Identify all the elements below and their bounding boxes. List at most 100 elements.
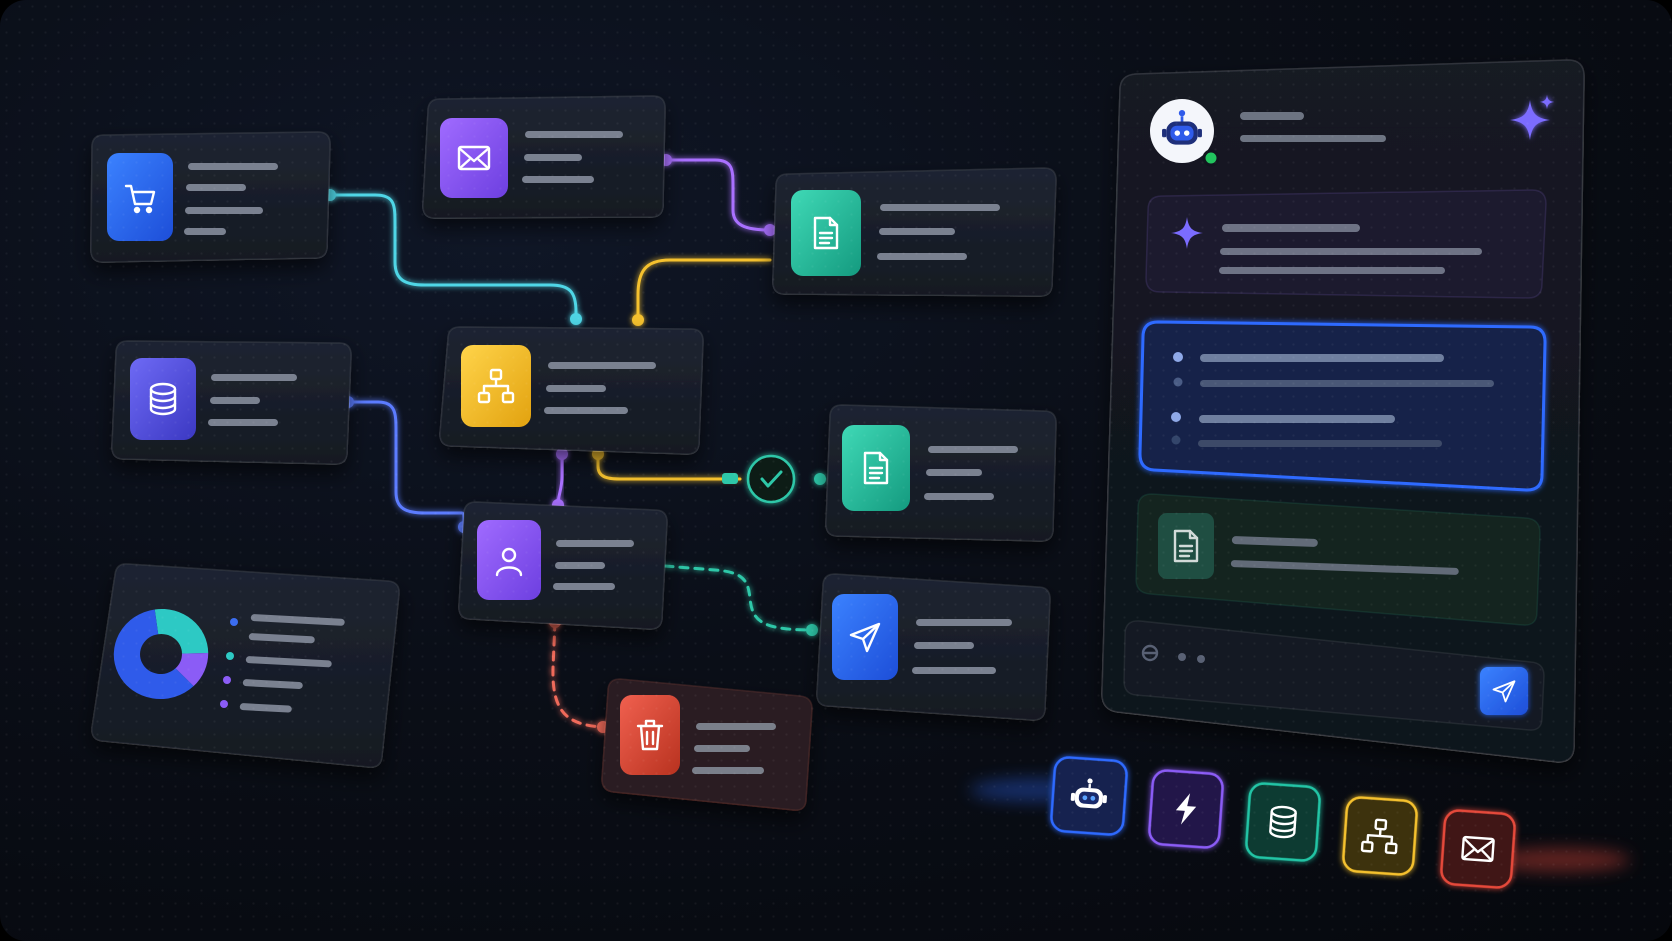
- port-hub-in-yellow[interactable]: [632, 314, 644, 326]
- node-database-line-1: [211, 374, 297, 381]
- composer-typing-dot-1: [1178, 653, 1186, 661]
- node-shop-icon-tile: [107, 153, 173, 241]
- connection-hub-to-user: [556, 452, 564, 507]
- selected-line-3: [1199, 415, 1395, 423]
- node-database-icon-tile: [130, 358, 196, 440]
- assistant-composer[interactable]: [1123, 620, 1545, 731]
- donut-chart-icon: [113, 608, 209, 699]
- selected-line-2: [1200, 380, 1494, 387]
- dock-item-hierarchy[interactable]: [1342, 796, 1418, 876]
- node-hub-line-2: [546, 385, 606, 392]
- node-email-icon-tile: [440, 118, 508, 198]
- node-hub-line-3: [544, 407, 628, 414]
- node-hub-text: [544, 362, 656, 414]
- bullet-2: [1173, 377, 1183, 387]
- composer-typing-dot-2: [1197, 655, 1205, 663]
- dock-item-lightning[interactable]: [1148, 769, 1224, 849]
- node-document-check-line-1: [928, 446, 1018, 453]
- node-document-top-line-1: [880, 204, 1000, 211]
- connection-user-to-send: [663, 564, 814, 632]
- node-database-line-3: [208, 419, 278, 426]
- check-status-ring: [746, 454, 796, 504]
- node-delete-line-2: [694, 745, 750, 752]
- node-delete-text: [692, 723, 776, 774]
- bullet-4: [1171, 435, 1181, 445]
- legend-dot-2: [226, 652, 234, 660]
- selected-list-lines: [1198, 354, 1494, 447]
- dock-glow-right: [1490, 848, 1630, 872]
- node-send-line-3: [912, 667, 996, 674]
- bullet-3: [1171, 412, 1181, 422]
- assistant-document-card-bg[interactable]: [1135, 493, 1541, 626]
- robot-icon: [1162, 110, 1202, 145]
- node-document-check-line-2: [926, 469, 982, 476]
- selected-line-1: [1200, 354, 1444, 362]
- port-send-in[interactable]: [806, 624, 818, 636]
- node-document-top-line-2: [879, 228, 955, 235]
- connection-email-to-document-top: [664, 158, 772, 232]
- node-email-line-2: [524, 154, 582, 161]
- node-shop-line-3: [185, 207, 263, 214]
- node-user-line-2: [555, 562, 605, 569]
- suggestion-line-2: [1220, 248, 1482, 255]
- node-send-text: [912, 619, 1012, 674]
- port-yellow-terminal[interactable]: [722, 473, 738, 484]
- port-document-top-in[interactable]: [764, 224, 776, 236]
- connection-document-top-to-hub: [636, 258, 772, 322]
- suggestion-line-1: [1222, 224, 1360, 232]
- node-user-line-1: [556, 540, 634, 547]
- donut-segment-1: [154, 608, 209, 654]
- assistant-selected-card-bg[interactable]: [1138, 320, 1547, 492]
- node-user-line-3: [553, 583, 615, 590]
- legend-line-4: [242, 679, 303, 689]
- node-shop-line-2: [186, 184, 246, 191]
- online-status-dot: [1202, 149, 1220, 167]
- node-email-text: [522, 131, 623, 183]
- assistant-document-card[interactable]: [1135, 493, 1541, 626]
- assistant-avatar[interactable]: [1150, 99, 1220, 167]
- node-email-line-1: [525, 131, 623, 138]
- port-hub-in-cyan[interactable]: [570, 313, 582, 325]
- assistant-composer-bg[interactable]: [1123, 620, 1545, 731]
- connection-shop-to-hub: [328, 193, 578, 322]
- suggestion-line-3: [1219, 267, 1445, 274]
- dock-item-envelope[interactable]: [1440, 809, 1516, 889]
- connection-user-to-delete: [551, 620, 605, 729]
- bullet-1: [1173, 352, 1183, 362]
- node-database-line-2: [210, 397, 260, 404]
- dock-item-database[interactable]: [1245, 782, 1321, 862]
- node-delete-line-1: [696, 723, 776, 730]
- search-icon[interactable]: [1141, 644, 1159, 662]
- assistant-selected-card[interactable]: [1138, 320, 1547, 492]
- node-delete-line-3: [692, 767, 764, 774]
- node-send-line-2: [914, 642, 974, 649]
- donut-segment-2: [175, 653, 209, 687]
- node-document-top-text: [877, 204, 1000, 260]
- dock: [970, 756, 1630, 889]
- assistant-document-line-1: [1231, 536, 1318, 547]
- assistant-name-line: [1240, 112, 1304, 120]
- connection-hub-to-document-check: [596, 452, 742, 481]
- send-button[interactable]: [1480, 667, 1528, 715]
- check-icon: [760, 470, 783, 488]
- legend-dot-3: [223, 676, 231, 684]
- port-hub-out-purple[interactable]: [556, 448, 568, 460]
- assistant-header-text: [1240, 112, 1386, 142]
- connections-layer: [328, 158, 822, 729]
- port-document-check-in[interactable]: [814, 473, 826, 485]
- assistant-document-line-2: [1230, 560, 1459, 575]
- node-shop-line-4: [184, 228, 226, 235]
- assistant-suggestion-card[interactable]: [1145, 189, 1547, 299]
- dock-item-robot[interactable]: [1050, 756, 1128, 836]
- node-document-check-text: [924, 446, 1018, 500]
- node-delete-icon-tile: [620, 695, 680, 775]
- node-hub-line-1: [548, 362, 656, 369]
- legend-line-5: [239, 703, 292, 713]
- assistant-suggestion-card-bg[interactable]: [1145, 189, 1547, 299]
- selected-line-4: [1198, 440, 1442, 447]
- node-email-line-3: [522, 176, 594, 183]
- node-document-check-line-3: [924, 493, 994, 500]
- legend-line-3: [245, 656, 332, 668]
